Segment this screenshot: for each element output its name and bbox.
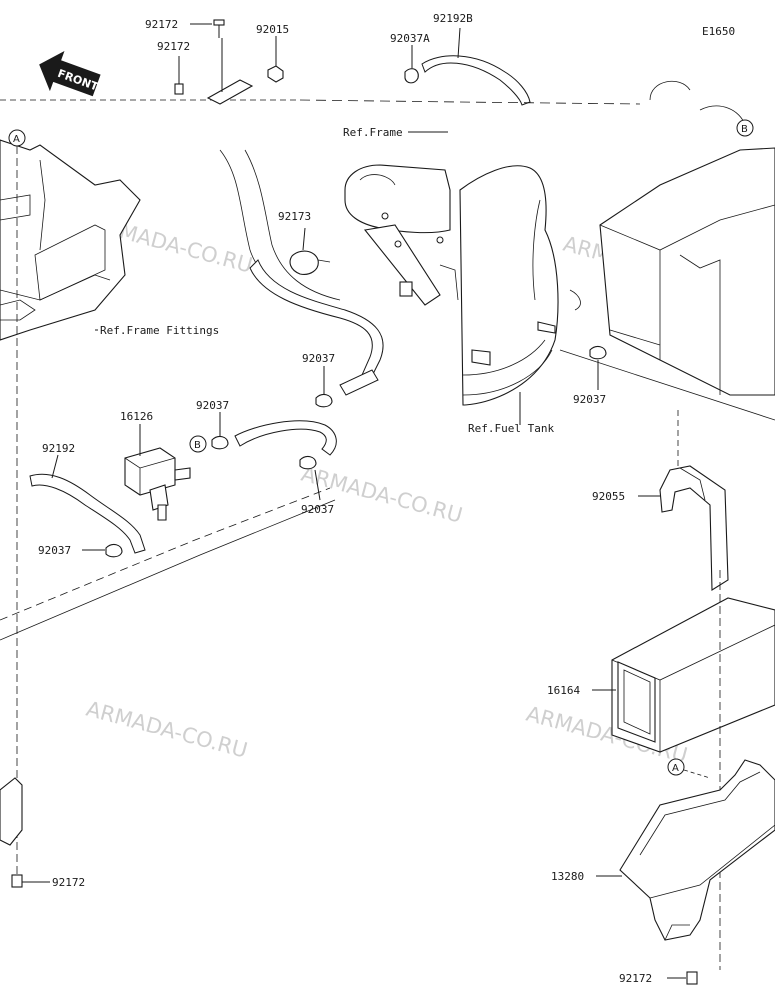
- part-92037A: 92037A: [390, 32, 430, 45]
- diagram-code: E1650: [702, 25, 735, 38]
- svg-text:A: A: [672, 763, 679, 774]
- part-92192: 92192: [42, 442, 75, 455]
- part-92172-left: 92172: [52, 876, 85, 889]
- nut-92015: [267, 36, 284, 83]
- part-92037-center: 92037: [302, 352, 335, 365]
- frame-rail: [559, 349, 775, 421]
- hose-upper: [249, 259, 384, 396]
- band-92055: [659, 410, 729, 591]
- hose-middle: [234, 420, 337, 456]
- clamp-92037-center: [315, 366, 333, 408]
- watermark: ARMADA-CO.RU: [299, 462, 465, 528]
- part-16126: 16126: [120, 410, 153, 423]
- part-92037-lower: 92037: [301, 503, 334, 516]
- clamp-92037-valve: [211, 412, 229, 450]
- callout-b-mid: B: [189, 435, 207, 453]
- bolt-92172-mid: [174, 56, 184, 95]
- bracket-left-lower: [0, 777, 23, 846]
- bolt-92172-left: [11, 874, 50, 888]
- hose-92192: [29, 454, 146, 554]
- ref-frame-fittings: Ref.Frame Fittings: [100, 324, 219, 337]
- bracket-top: [206, 38, 254, 105]
- clamp-92037A: [404, 45, 419, 84]
- tray-13280: [619, 759, 775, 941]
- svg-text:B: B: [194, 440, 201, 451]
- watermark: ARMADA-CO.RU: [84, 697, 250, 763]
- part-92037-valve: 92037: [196, 399, 229, 412]
- frame-fitting-left: [0, 139, 141, 341]
- part-92172-bottom: 92172: [619, 972, 652, 985]
- hose-92192B: [421, 27, 531, 106]
- part-92037-left: 92037: [38, 544, 71, 557]
- clamp-92037-left: [105, 543, 123, 558]
- part-16164: 16164: [547, 684, 580, 697]
- part-92172-mid: 92172: [157, 40, 190, 53]
- svg-text:B: B: [741, 124, 748, 135]
- frame-housing-right: [599, 81, 775, 396]
- clamp-92037-lower: [299, 455, 321, 501]
- front-arrow-icon: FRONT: [39, 51, 101, 97]
- part-92172-top: 92172: [145, 18, 178, 31]
- part-92173: 92173: [278, 210, 311, 223]
- callout-b-top-right: B: [736, 119, 754, 137]
- part-92192B: 92192B: [433, 12, 473, 25]
- frame-bracket-center: [344, 164, 459, 306]
- part-92037-right: 92037: [573, 393, 606, 406]
- canister-16164: [611, 570, 775, 970]
- cap-92173: [289, 227, 331, 275]
- valve-16126: [124, 424, 191, 521]
- fuel-tank-outline: [459, 165, 581, 406]
- part-92015: 92015: [256, 23, 289, 36]
- clamp-92037-right: [589, 345, 607, 390]
- part-13280: 13280: [551, 870, 584, 883]
- part-92055: 92055: [592, 490, 625, 503]
- callout-a-bottom: A: [667, 758, 685, 776]
- bolt-92172-top: [213, 19, 225, 38]
- ref-fuel-tank: Ref.Fuel Tank: [468, 422, 554, 435]
- svg-text:A: A: [13, 134, 20, 145]
- bolt-92172-bottom: [667, 971, 698, 985]
- callout-a-top-left: A: [8, 129, 26, 147]
- ref-frame: Ref.Frame: [343, 126, 403, 139]
